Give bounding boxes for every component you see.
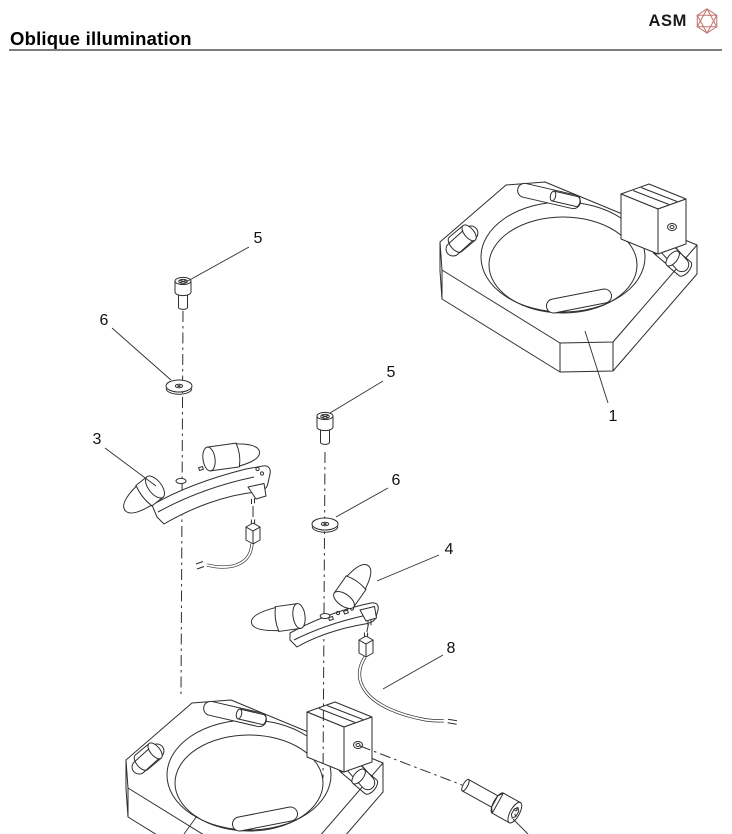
callout-label-4: 4 [445,541,454,558]
callout-label-3: 3 [93,431,102,448]
cable-8 [357,656,445,723]
part-ring-mount-top [439,181,698,373]
callout-leader-washer [335,487,389,518]
callout-leader-ring-mount-top [584,330,609,404]
callout-leader-lamp-assembly-right [376,554,440,582]
callout-leader-lamp-assembly-left [104,447,157,487]
part-lamp-assembly-4 [250,564,458,725]
callouts: 1 5 6 3 5 6 4 8 [93,230,618,834]
part-screw-lower [316,411,334,445]
callout-leader-cutoff [512,818,529,834]
callout-leader-cutoff [183,815,198,834]
callout-leader-cap-screw [185,246,250,283]
part-washer-upper [165,379,193,395]
cable-connector [245,519,261,545]
cable [206,543,254,569]
part-lamp-assembly-3 [123,442,271,570]
part-ring-mount-bottom [125,699,384,834]
callout-leader-cable [382,654,444,690]
callout-label-8: 8 [447,640,456,657]
lamp-bulb [202,442,261,472]
header-divider [9,49,722,51]
brand: ASM [649,7,720,35]
lamp-bulb [250,603,306,632]
callout-label-6: 6 [100,312,109,329]
callout-label-5: 5 [254,230,263,247]
callout-leader-cap-screw [329,380,384,414]
brand-name: ASM [648,11,687,30]
lamp-bulb [333,564,372,609]
cable-connector [358,632,374,658]
part-screw-upper [174,276,192,310]
callout-leader-washer [111,327,172,381]
callout-label-6: 6 [392,472,401,489]
callout-label-1: 1 [609,408,618,425]
part-washer-lower [311,517,339,533]
part-screw-bottom-right [461,778,523,824]
asm-polyhedron-logo-icon [696,7,718,35]
page-title: Oblique illumination [10,28,192,49]
centerline-bottom-screw [359,745,463,786]
callout-label-5: 5 [387,364,396,381]
